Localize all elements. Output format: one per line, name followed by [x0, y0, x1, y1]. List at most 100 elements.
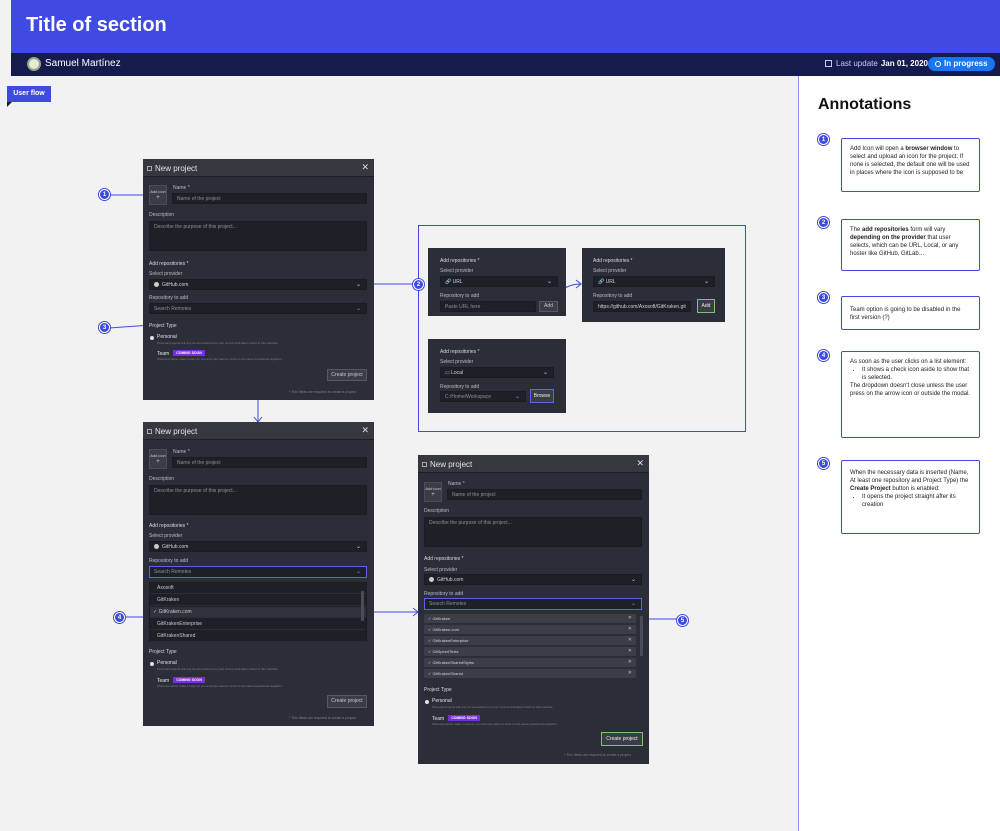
description-label: Description: [149, 476, 175, 482]
select-provider-label: Select provider: [149, 533, 183, 539]
chevron-down-icon: ⌄: [355, 282, 361, 288]
modal-title: New project: [430, 460, 473, 469]
name-input[interactable]: Name of the project: [447, 489, 642, 500]
name-label: Name *: [173, 185, 190, 191]
github-icon: [154, 544, 159, 549]
mini-repo-label: Repository to add: [593, 293, 633, 299]
remove-icon[interactable]: ✕: [627, 615, 632, 621]
add-button-enabled[interactable]: Add: [697, 299, 715, 313]
remove-icon[interactable]: ✕: [627, 648, 632, 654]
description-input[interactable]: Describe the purpose of this project...: [424, 517, 642, 547]
selected-repo-chip: ✓ GitKraken.com✕: [424, 625, 636, 634]
chips-scrollbar[interactable]: [640, 616, 643, 656]
add-repos-url-empty: Add repositories * Select provider 🔗 URL…: [428, 248, 566, 316]
remove-icon[interactable]: ✕: [627, 670, 632, 676]
required-note: * This fields are required to create a p…: [564, 753, 631, 757]
mini-title: Add repositories *: [440, 258, 480, 264]
mini-repo-label: Repository to add: [440, 293, 480, 299]
annotations-heading: Annotations: [818, 96, 912, 113]
status-label: In progress: [944, 59, 988, 68]
browse-button[interactable]: Browse: [530, 389, 554, 403]
dropdown-scrollbar[interactable]: [361, 591, 364, 621]
add-repos-label: Add repositories *: [149, 261, 189, 267]
url-provider-select[interactable]: 🔗 URL⌄: [593, 276, 715, 287]
list-item-selected[interactable]: ✓ GitKraken.com: [150, 607, 366, 618]
mini-select-provider: Select provider: [593, 268, 627, 274]
annotations-panel: Annotations 1 Add Icon will open a brows…: [798, 76, 1000, 831]
search-remotes-select[interactable]: Search Remotes⌄: [149, 566, 367, 578]
search-remotes-select[interactable]: Search Remotes⌄: [424, 598, 642, 610]
github-icon: [429, 577, 434, 582]
personal-hint: Personal projects will only be accessibl…: [157, 667, 278, 671]
mini-repo-label: Repository to add: [440, 384, 480, 390]
description-input[interactable]: Describe the purpose of this project...: [149, 485, 367, 515]
personal-option: Personal: [157, 660, 177, 666]
annotation-number-5: 5: [818, 458, 829, 469]
add-icon-button[interactable]: Add icon+: [424, 482, 442, 502]
remove-icon[interactable]: ✕: [627, 637, 632, 643]
name-input[interactable]: Name of the project: [172, 193, 367, 204]
select-provider-label: Select provider: [149, 271, 183, 277]
local-provider-select[interactable]: ▭ Local⌄: [440, 367, 554, 378]
provider-select[interactable]: GitHub.com⌄: [424, 574, 642, 585]
team-hint: Shared projects make it easy for you and…: [157, 357, 282, 361]
add-button[interactable]: Add: [539, 301, 558, 312]
list-item[interactable]: GitKrakenEnterprise: [150, 619, 366, 630]
create-project-button[interactable]: Create project: [327, 369, 367, 381]
modal-header: New project ✕: [143, 422, 374, 440]
step-badge-2: 2: [413, 279, 424, 290]
close-icon[interactable]: ✕: [361, 162, 369, 172]
url-input-filled[interactable]: https://github.com/Axosoft/GitKraken.git: [593, 301, 691, 312]
list-item[interactable]: GitKraken: [150, 595, 366, 606]
project-type-label: Project Type: [149, 649, 177, 655]
list-item[interactable]: Axosoft: [150, 583, 366, 594]
description-input[interactable]: Describe the purpose of this project...: [149, 221, 367, 251]
close-icon[interactable]: ✕: [361, 425, 369, 435]
chevron-down-icon: ⌄: [355, 544, 361, 550]
provider-select[interactable]: GitHub.com⌄: [149, 279, 367, 290]
remove-icon[interactable]: ✕: [627, 659, 632, 665]
add-repos-url-filled: Add repositories * Select provider 🔗 URL…: [582, 248, 725, 322]
personal-option: Personal: [432, 698, 452, 704]
modal-title: New project: [155, 427, 198, 436]
project-icon: [422, 462, 427, 467]
selected-repo-chip: ✓ GitSpeedTests✕: [424, 647, 636, 656]
search-remotes-select[interactable]: Search Remotes⌄: [149, 303, 367, 314]
link-icon: 🔗: [598, 279, 606, 285]
calendar-icon: [825, 60, 832, 67]
chevron-down-icon: ⌄: [355, 569, 361, 575]
selected-repo-chip: ✓ GitKraken✕: [424, 614, 636, 623]
create-project-button[interactable]: Create project: [327, 695, 367, 708]
monitor-icon: ▭: [445, 370, 452, 376]
repo-to-add-label: Repository to add: [149, 295, 189, 301]
modal-header: New project ✕: [143, 159, 374, 177]
name-input[interactable]: Name of the project: [172, 457, 367, 468]
list-item[interactable]: GitKrakenShared: [150, 631, 366, 642]
annotation-3: Team option is going to be disabled in t…: [841, 296, 980, 330]
personal-radio[interactable]: [150, 662, 154, 666]
url-provider-select[interactable]: 🔗 URL⌄: [440, 276, 558, 287]
add-icon-button[interactable]: Add icon+: [149, 449, 167, 469]
project-type-label: Project Type: [149, 323, 177, 329]
remove-icon[interactable]: ✕: [627, 626, 632, 632]
personal-radio[interactable]: [425, 700, 429, 704]
chevron-down-icon: ⌄: [514, 394, 520, 400]
mini-select-provider: Select provider: [440, 359, 474, 365]
url-input[interactable]: Paste URL here: [440, 301, 536, 312]
provider-select[interactable]: GitHub.com⌄: [149, 541, 367, 552]
create-project-button-enabled[interactable]: Create project: [601, 732, 643, 746]
new-project-modal-ready: New project ✕ Add icon+ Name * Name of t…: [418, 455, 649, 764]
personal-option: Personal: [157, 334, 177, 340]
name-label: Name *: [448, 481, 465, 487]
add-icon-button[interactable]: Add icon+: [149, 185, 167, 205]
author-name: Samuel Martínez: [45, 58, 121, 69]
selected-repo-chip: ✓ GitKrakenEnterprise✕: [424, 636, 636, 645]
selected-repo-chip: ✓ GitKrakenSharedStyles✕: [424, 658, 636, 667]
annotation-number-1: 1: [818, 134, 829, 145]
local-path-select[interactable]: C:/Home/Workspace⌄: [440, 391, 526, 402]
close-icon[interactable]: ✕: [636, 458, 644, 468]
section-header: Title of section: [11, 0, 1000, 53]
personal-radio[interactable]: [150, 336, 154, 340]
